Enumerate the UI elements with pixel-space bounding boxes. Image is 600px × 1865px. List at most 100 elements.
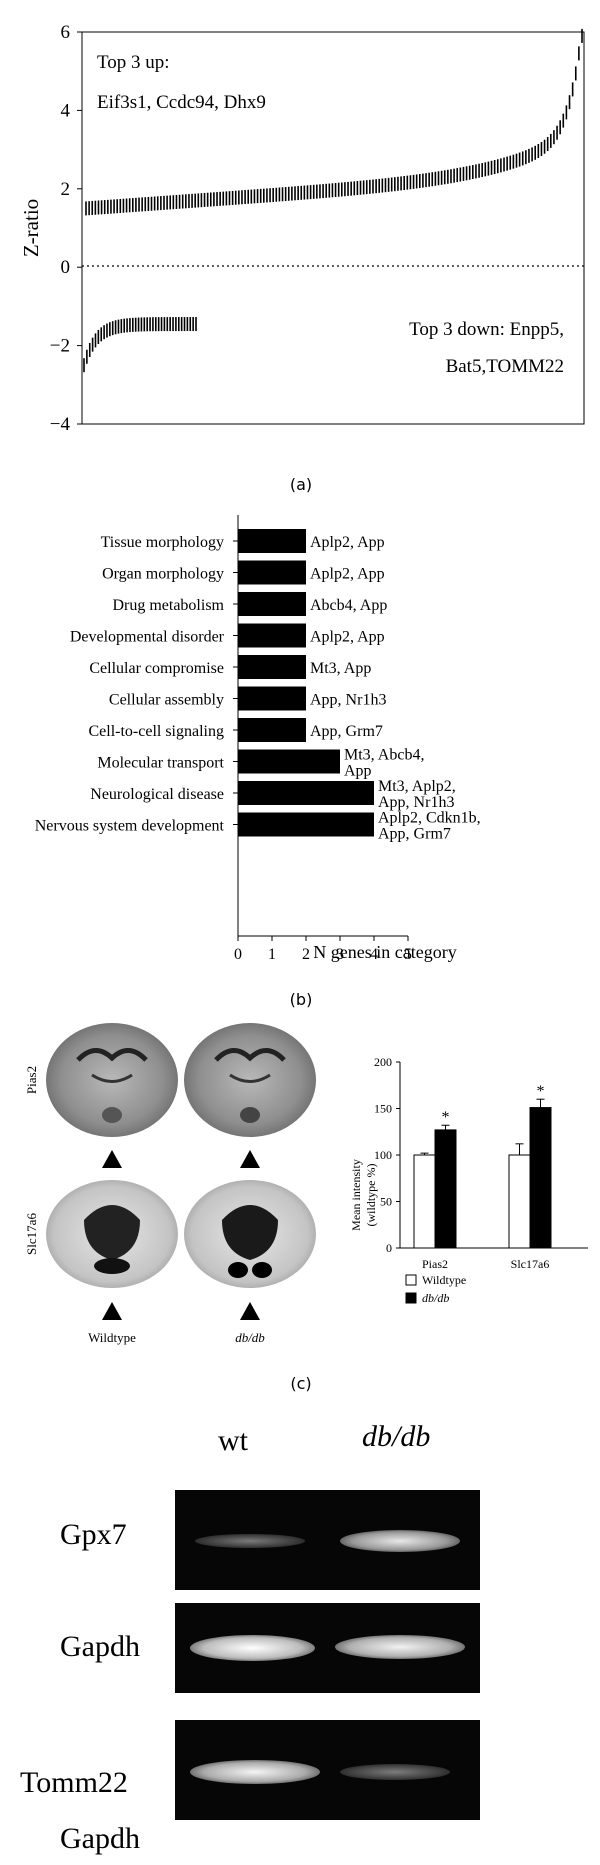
bar — [238, 781, 374, 805]
y-tick-label: 0 — [61, 257, 71, 278]
bar-wildtype — [413, 1154, 436, 1249]
category-label: Pias2 — [422, 1257, 448, 1271]
y-tick-label: 6 — [61, 22, 71, 43]
bar — [238, 623, 306, 648]
bar — [238, 749, 340, 774]
bar-wildtype — [508, 1154, 531, 1249]
brain-section-pias2-dbdb — [184, 1023, 316, 1137]
bar — [238, 812, 374, 837]
arrowhead-icon — [240, 1302, 260, 1320]
panel-c: Pias2 Slc17a6 Wildtype db/db 0 50 100 150 20… — [0, 1020, 600, 1410]
bar — [238, 718, 306, 742]
bar-gene-label: Aplp2, Cdkn1b, — [378, 810, 481, 827]
plot-frame — [81, 31, 585, 425]
y-tick-label: 0 — [386, 1241, 392, 1255]
bar-gene-label: App, Nr1h3 — [310, 692, 386, 709]
brain-section-images: Pias2 Slc17a6 Wildtype db/db — [24, 1023, 316, 1345]
band-tomm22-wt — [190, 1760, 320, 1784]
panel-d: wt db/db Gpx7 Gapdh Tomm22 Gapdh — [0, 1410, 600, 1865]
x-tick-label: 2 — [302, 946, 310, 963]
y-axis-label-line1: Mean intensity — [349, 1159, 363, 1231]
arrowhead-icon — [102, 1302, 122, 1320]
legend-swatch — [405, 1292, 417, 1304]
x-tick-label: 4 — [370, 946, 378, 963]
significance-marker: * — [537, 1083, 545, 1100]
bar — [238, 529, 306, 553]
y-tick-label: 2 — [61, 179, 71, 200]
gel-gapdh-1 — [175, 1603, 480, 1693]
bar — [238, 655, 306, 679]
bar-gene-label: Mt3, App — [310, 660, 371, 677]
y-tick-label: −4 — [50, 414, 71, 435]
band-gpx7-wt — [195, 1534, 305, 1548]
category-label: Developmental disorder — [70, 629, 225, 646]
legend-swatch — [405, 1274, 417, 1286]
bar-dbdb — [434, 1129, 457, 1249]
category-label: Slc17a6 — [511, 1257, 550, 1271]
bar-gene-label: Aplp2, App — [310, 629, 385, 646]
row-label-slc17a6: Slc17a6 — [24, 1213, 39, 1255]
category-label: Cellular compromise — [89, 660, 224, 677]
category-label: Organ morphology — [102, 566, 224, 583]
significance-marker: * — [442, 1109, 450, 1126]
bar-gene-label: Aplp2, App — [310, 534, 385, 551]
row-label-gapdh-1: Gapdh — [60, 1630, 140, 1663]
bar-gene-label: App, Nr1h3 — [378, 794, 454, 811]
arrowhead-icon — [102, 1150, 122, 1168]
panel-a-caption: (a) — [289, 475, 313, 494]
col-label-wildtype: Wildtype — [88, 1330, 136, 1345]
bar-gene-label: Abcb4, App — [310, 597, 387, 614]
bar-gene-label: Mt3, Aplp2, — [378, 778, 456, 795]
mean-intensity-chart: 050100150200*Pias2*Slc17a6Wildtypedb/db … — [349, 1055, 588, 1305]
top-down-line2: Bat5,TOMM22 — [446, 356, 564, 377]
legend-label: Wildtype — [422, 1273, 466, 1287]
top-up-title: Top 3 up: — [97, 52, 170, 73]
category-label: Nervous system development — [35, 818, 225, 835]
category-label: Neurological disease — [90, 786, 224, 803]
panel-b-caption: (b) — [289, 990, 313, 1009]
band-gpx7-dbdb — [340, 1530, 460, 1552]
z-ratio-chart: 6 4 2 0 −2 −4 Z-ratio Top 3 up: Eif3s1, Ccdc9… — [19, 22, 585, 435]
bar — [238, 560, 306, 585]
band-gapdh1-wt — [190, 1635, 315, 1661]
bar-gene-label: App — [344, 763, 372, 780]
y-tick-label: 100 — [374, 1148, 392, 1162]
y-tick-label: 4 — [61, 100, 71, 121]
panel-a: 6 4 2 0 −2 −4 Z-ratio Top 3 up: Eif3s1, Ccdc9… — [0, 0, 600, 500]
y-axis-label-line2: (wildtype %) — [364, 1164, 378, 1227]
y-tick-label: 50 — [380, 1195, 392, 1209]
bar — [238, 686, 306, 711]
band-tomm22-dbdb — [340, 1764, 450, 1780]
arrowhead-icon — [240, 1150, 260, 1168]
category-label: Drug metabolism — [112, 597, 224, 614]
y-tick-label: −2 — [50, 336, 70, 357]
y-axis-label: Z-ratio — [19, 199, 43, 257]
category-label: Tissue morphology — [101, 534, 224, 551]
x-tick-label: 3 — [336, 946, 344, 963]
brain-section-pias2-wildtype — [46, 1023, 178, 1137]
category-label: Cellular assembly — [109, 692, 224, 709]
bar — [238, 592, 306, 616]
y-tick-label: 150 — [374, 1102, 392, 1116]
gel-tomm22 — [175, 1720, 480, 1820]
gel-gpx7 — [175, 1490, 480, 1590]
x-tick-label: 1 — [268, 946, 276, 963]
col-label-dbdb: db/db — [362, 1420, 431, 1453]
legend-label: db/db — [422, 1291, 449, 1305]
row-label-tomm22: Tomm22 — [20, 1766, 128, 1799]
panel-c-caption: (c) — [290, 1374, 312, 1393]
band-gapdh1-dbdb — [335, 1635, 465, 1659]
bar-gene-label: App, Grm7 — [310, 723, 383, 740]
top-down-line1: Top 3 down: Enpp5, — [409, 319, 564, 340]
brain-section-slc17a6-wildtype — [46, 1180, 178, 1288]
bar-dbdb — [529, 1107, 552, 1249]
row-label-pias2: Pias2 — [24, 1066, 39, 1094]
top-up-genes: Eif3s1, Ccdc94, Dhx9 — [97, 92, 266, 113]
category-label: Molecular transport — [97, 755, 224, 772]
bar-gene-label: App, Grm7 — [378, 826, 451, 843]
x-tick-label: 5 — [404, 946, 412, 963]
y-tick-label: 200 — [374, 1055, 392, 1069]
row-label-gpx7: Gpx7 — [60, 1518, 127, 1551]
